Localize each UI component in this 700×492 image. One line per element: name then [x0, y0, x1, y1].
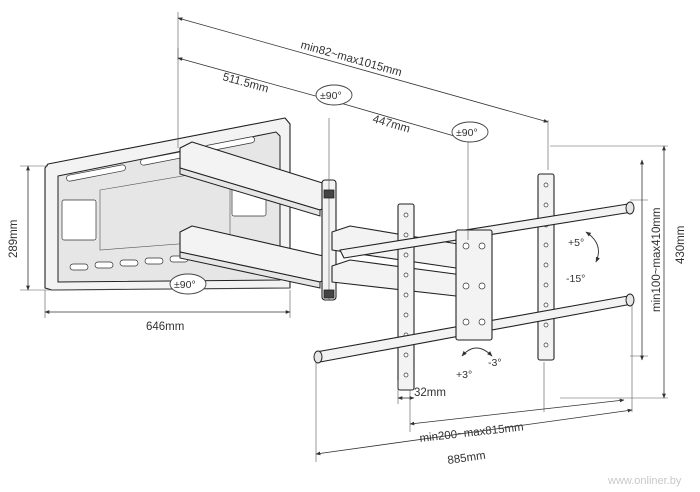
level-minus-label: -3°: [488, 357, 502, 369]
arm-reach-label: min82~max1015mm: [299, 39, 403, 79]
first-arm-label: 511.5mm: [221, 71, 270, 95]
tilt-down-label: -15°: [566, 273, 585, 285]
top-joint-rotation-label: ±90°: [320, 90, 342, 102]
wall-joint-rotation-label: ±90°: [174, 279, 196, 291]
rail-width-label: 885mm: [447, 450, 487, 467]
plate-height-label: 289mm: [8, 220, 20, 258]
center-plate: [455, 229, 493, 341]
horizontal-spacing-label: min200~max815mm: [419, 421, 524, 445]
rail-offset-label: 32mm: [414, 387, 446, 399]
plate-width-label: 646mm: [146, 321, 184, 333]
bracket-height-label: 430mm: [675, 226, 687, 264]
vertical-spacing-label: min100~max410mm: [651, 207, 663, 312]
rail-holes: [403, 182, 549, 378]
watermark: www.onliner.by: [607, 475, 682, 487]
upper-arm: [179, 141, 333, 217]
middle-joint-rotation-label: ±90°: [456, 127, 478, 139]
level-plus-label: +3°: [456, 369, 472, 381]
second-arm-label: 447mm: [371, 113, 411, 135]
tilt-up-label: +5°: [568, 237, 584, 249]
